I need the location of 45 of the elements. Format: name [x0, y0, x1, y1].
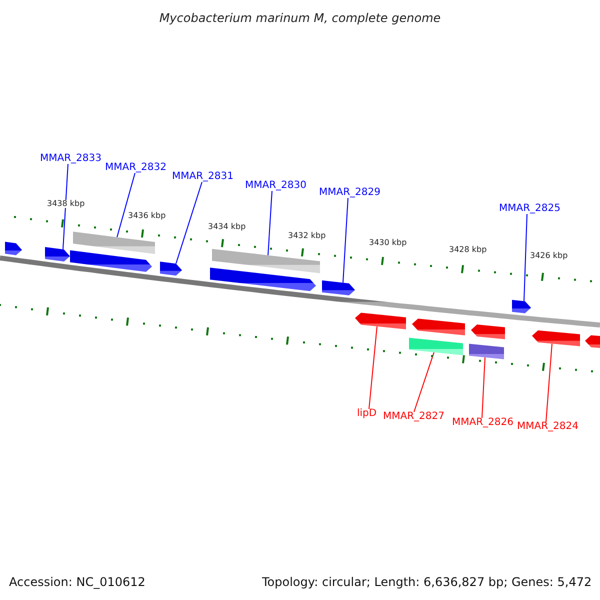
gene-bar	[212, 248, 320, 274]
leader-line	[176, 182, 202, 264]
gene-block	[355, 312, 406, 330]
leader-line	[546, 343, 552, 422]
gene-block	[210, 268, 316, 292]
scale-label: 3438 kbp	[47, 200, 85, 208]
gene-block	[512, 300, 531, 314]
gene-block	[322, 280, 355, 296]
leader-line	[414, 352, 434, 412]
scale-label: 3434 kbp	[208, 223, 246, 231]
leader-line	[116, 172, 136, 238]
leader-line	[342, 198, 348, 284]
gene-bar	[409, 338, 463, 356]
gene-bar	[469, 344, 504, 360]
footer-text: Topology: circular; Length: 6,636,827 bp; Genes: 5,472	[262, 576, 592, 588]
gene-label: MMAR_2830	[245, 181, 306, 191]
gene-label: MMAR_2826	[452, 418, 514, 428]
leader-line	[268, 190, 272, 256]
scale-label: 3426 kbp	[530, 252, 568, 260]
diagram-title: Mycobacterium marinum M, complete genome	[158, 12, 442, 24]
gene-block	[45, 247, 70, 262]
gene-block	[585, 335, 600, 350]
leader-line	[524, 214, 528, 302]
gene-label: MMAR_2827	[383, 412, 444, 422]
gene-block	[471, 324, 505, 340]
footer-text: Accession: NC_010612	[9, 576, 146, 588]
gene-label: MMAR_2825	[499, 204, 560, 214]
gene-bar	[73, 232, 155, 254]
gene-block	[5, 242, 22, 256]
gene-label: MMAR_2833	[40, 154, 102, 164]
gene-label: MMAR_2832	[105, 163, 166, 173]
scale-label: 3436 kbp	[128, 212, 166, 220]
gene-block	[412, 318, 465, 336]
gene-block	[532, 330, 580, 346]
scale-label: 3432 kbp	[288, 232, 326, 240]
gene-label: MMAR_2831	[172, 172, 234, 182]
gene-block	[160, 262, 182, 276]
scale-label: 3430 kbp	[369, 239, 407, 247]
leader-line	[368, 326, 378, 410]
leader-line	[62, 164, 68, 250]
scale-label: 3428 kbp	[449, 246, 487, 254]
leader-line	[482, 356, 486, 418]
gene-label: MMAR_2824	[517, 422, 578, 432]
gene-label: lipD	[357, 409, 377, 419]
gene-label: MMAR_2829	[319, 188, 380, 198]
